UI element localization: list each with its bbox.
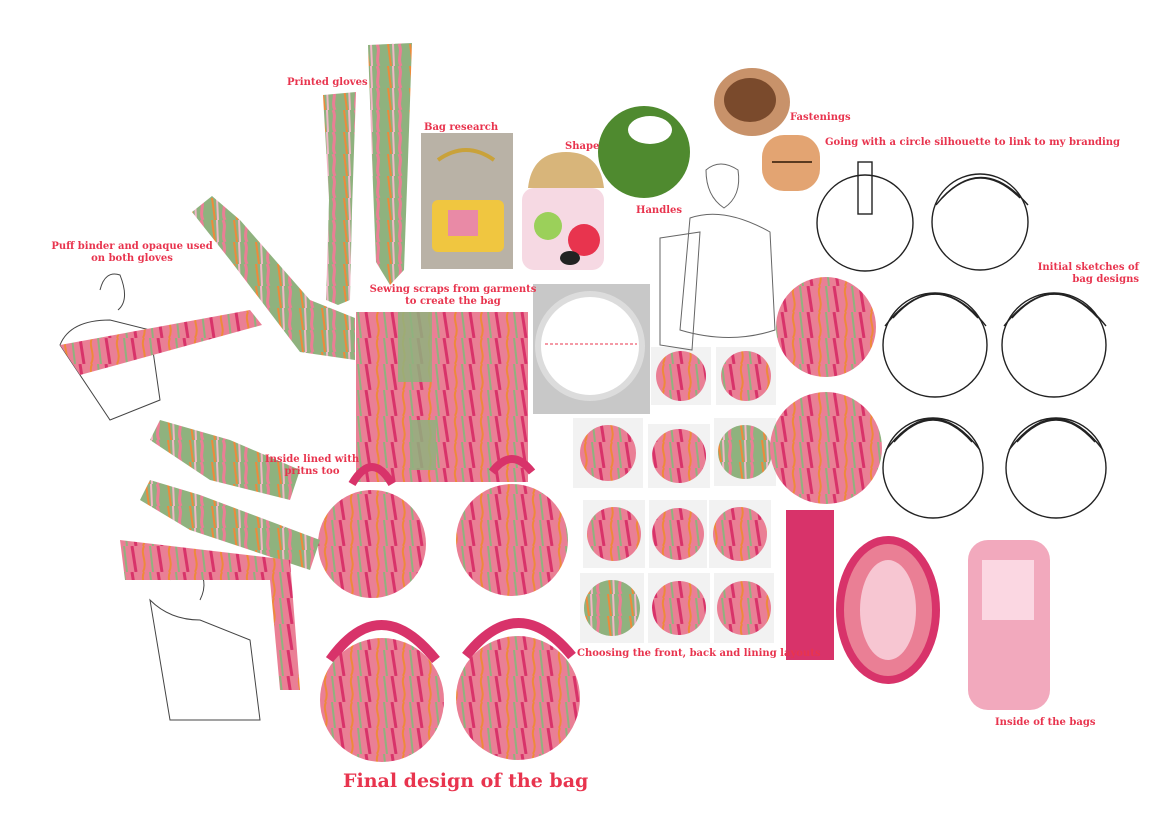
label-initial-sketches-line1: Initial sketches of: [1037, 262, 1139, 273]
label-initial-sketches-line2: bag designs: [1072, 274, 1139, 285]
shape-sketch: [522, 152, 604, 270]
label-printed-gloves: Printed gloves: [287, 77, 368, 88]
label-sewing-scraps-line2: to create the bag: [405, 296, 501, 307]
fabric-scraps-patchwork: [356, 312, 528, 482]
label-choosing-layouts: Choosing the front, back and lining layo…: [577, 648, 821, 659]
embroidery-hoop: [533, 284, 650, 414]
bag-design-sketches: [816, 161, 1107, 519]
label-handles: Handles: [636, 205, 682, 216]
arm-glove-bottom-print: [120, 540, 300, 690]
label-bag-research: Bag research: [424, 122, 499, 133]
label-shape: Shape: [565, 141, 600, 152]
label-inside-bags: Inside of the bags: [995, 717, 1096, 728]
tan-circle-bag-zip: [714, 68, 820, 191]
arm-glove-left: [60, 310, 262, 375]
arm-glove-bottom: [140, 480, 320, 570]
label-puff-binder-line2: on both gloves: [91, 253, 173, 264]
label-fastenings: Fastenings: [790, 112, 851, 123]
bag-research-photo: [421, 133, 513, 269]
figure-sketch-bottom: [149, 563, 261, 721]
figure-sketch-left: [59, 273, 161, 421]
final-bag-photos: [318, 455, 580, 762]
label-sewing-scraps-line1: Sewing scraps from garments: [369, 284, 537, 295]
label-initial-sketches: Initial sketches of bag designs: [1027, 262, 1139, 286]
arm-glove-lower: [150, 420, 300, 500]
label-inside-lined: Inside lined with pritns too: [262, 454, 362, 478]
arm-glove-photo: [192, 196, 355, 360]
label-puff-binder: Puff binder and opaque used on both glov…: [47, 241, 217, 265]
inside-bag-photos: [786, 510, 1050, 710]
label-sewing-scraps: Sewing scraps from garments to create th…: [368, 284, 538, 308]
printed-gloves-photo: [323, 43, 412, 305]
label-circle-silhouette: Going with a circle silhouette to link t…: [825, 137, 1121, 148]
green-circle-handle-bag: [598, 106, 690, 198]
label-inside-lined-line1: Inside lined with: [264, 454, 360, 465]
label-puff-binder-line1: Puff binder and opaque used: [51, 241, 213, 252]
figure-sketch-center: [659, 163, 776, 351]
label-final-design: Final design of the bag: [343, 770, 589, 792]
label-inside-lined-line2: pritns too: [284, 466, 340, 477]
layout-test-grid: [573, 277, 882, 643]
